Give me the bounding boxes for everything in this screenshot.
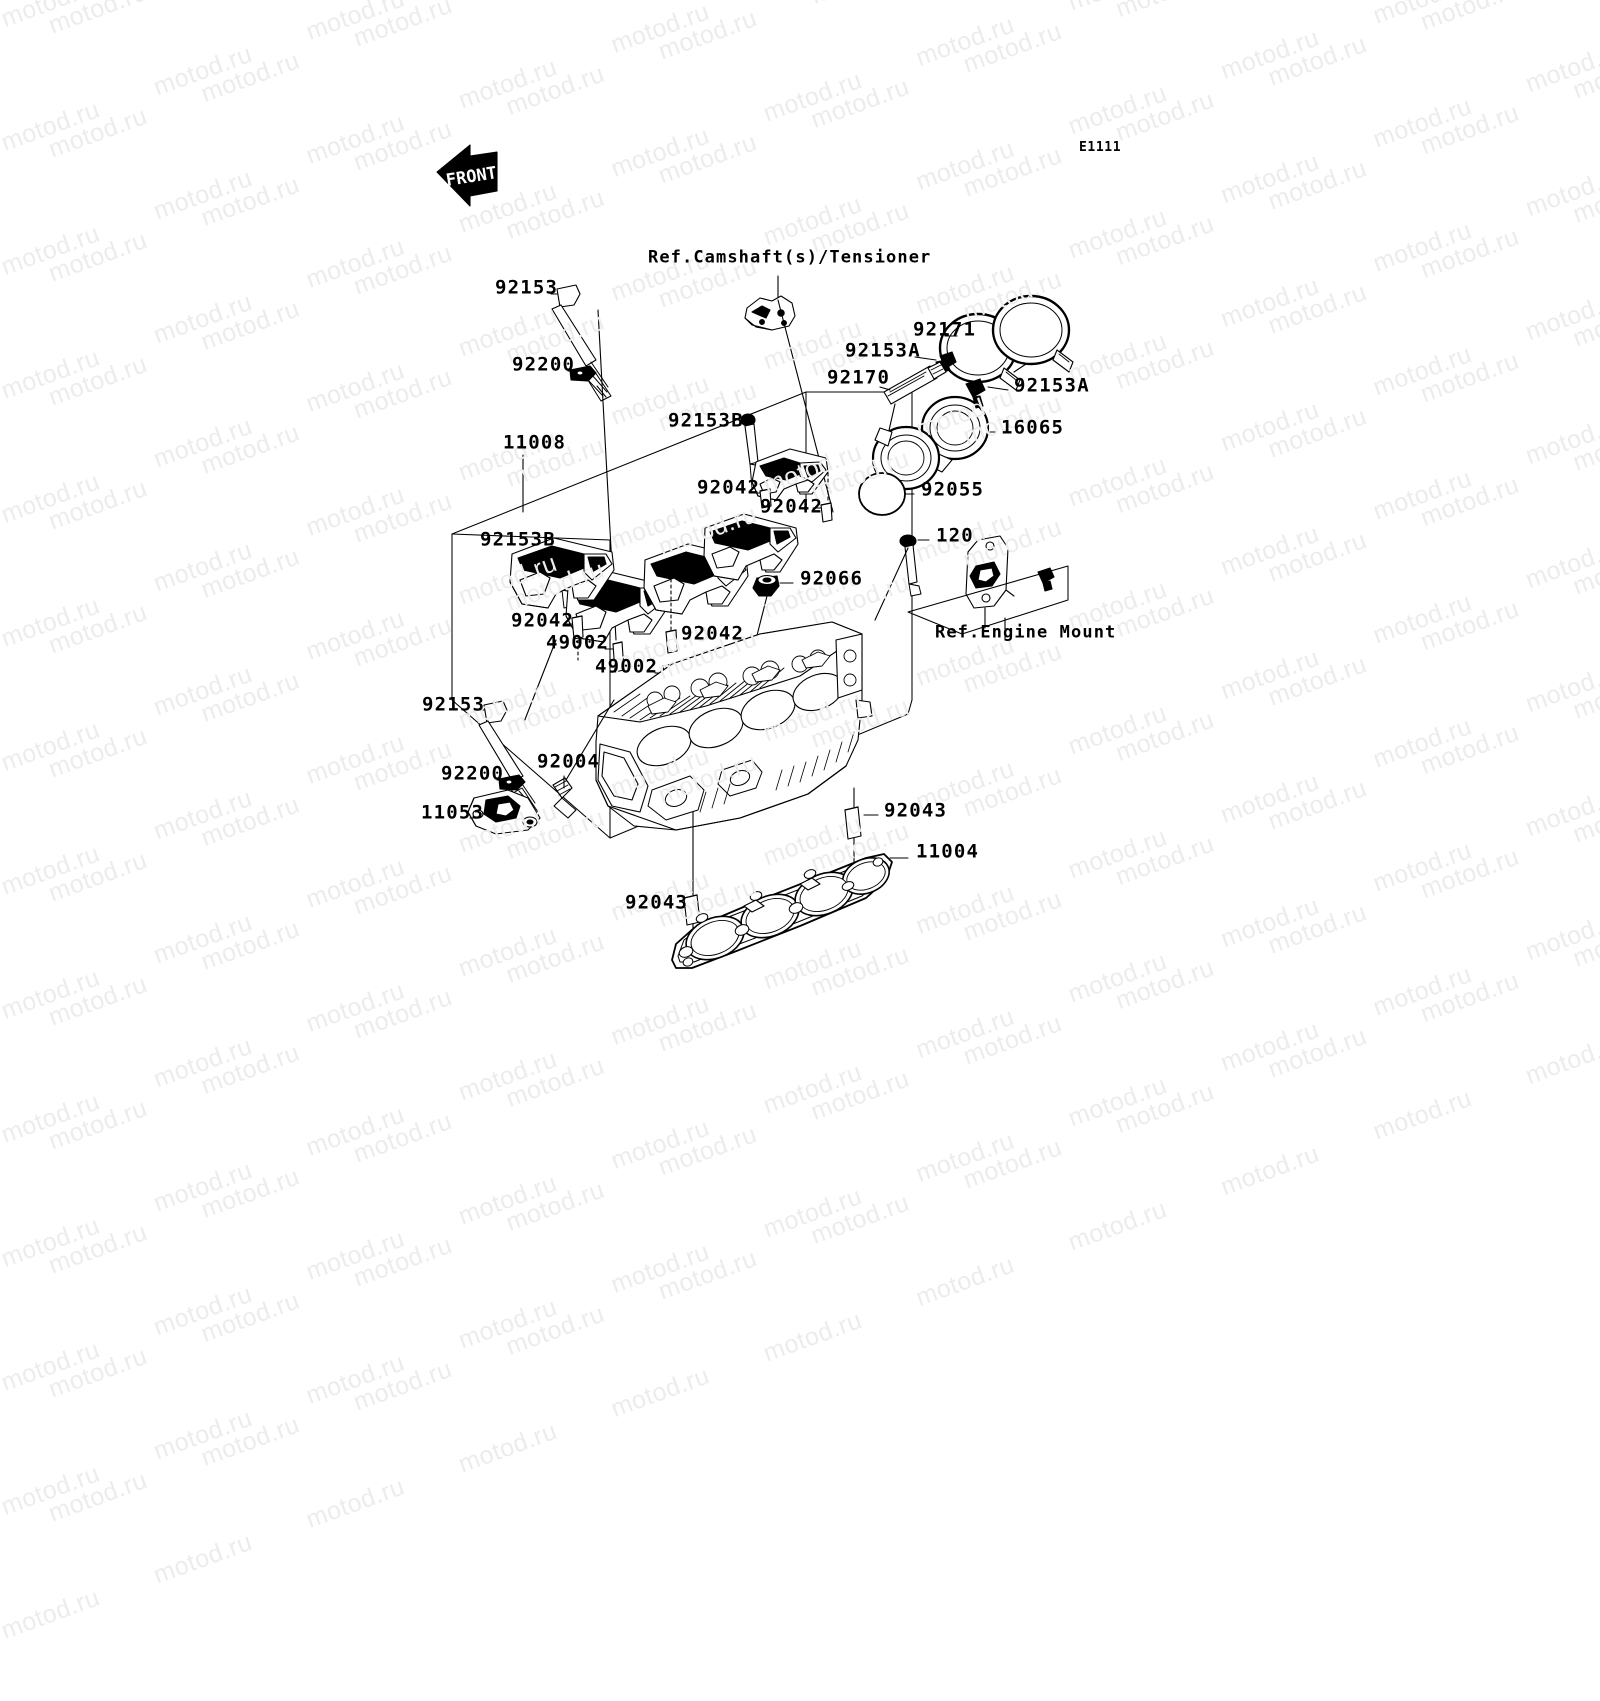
callout-11004[interactable]: 11004 — [916, 840, 980, 863]
part-120-bolt — [899, 534, 922, 597]
callout-92153a[interactable]: 92153A — [1014, 374, 1090, 397]
part-92171-hose-clamps — [938, 294, 1074, 391]
part-92200-lower-washer — [498, 774, 526, 791]
callout-120[interactable]: 120 — [936, 524, 974, 547]
callout-92171[interactable]: 92171 — [913, 318, 977, 341]
callout-92153[interactable]: 92153 — [422, 693, 486, 716]
diagram-code: E1111 — [1079, 140, 1122, 155]
callout-92153a[interactable]: 92153A — [845, 339, 921, 362]
callout-92200[interactable]: 92200 — [441, 762, 505, 785]
ref-engine-mount[interactable]: Ref.Engine Mount — [935, 622, 1117, 643]
callout-92153b[interactable]: 92153B — [480, 528, 556, 551]
callout-92153b[interactable]: 92153B — [668, 409, 744, 432]
callout-16065[interactable]: 16065 — [1001, 416, 1065, 439]
part-11004-head-gasket — [671, 853, 893, 969]
part-92170-clamp-bracket — [883, 361, 947, 405]
ref-camshaft[interactable]: Ref.Camshaft(s)/Tensioner — [648, 247, 932, 268]
callout-92043[interactable]: 92043 — [625, 891, 689, 914]
engine-mount-bolt — [1037, 567, 1055, 592]
part-11053-bracket — [467, 789, 541, 835]
callout-11053[interactable]: 11053 — [421, 801, 485, 824]
callout-49002[interactable]: 49002 — [546, 631, 610, 654]
callout-92043[interactable]: 92043 — [884, 799, 948, 822]
part-49002-pin-a — [612, 641, 625, 673]
callout-49002[interactable]: 49002 — [595, 655, 659, 678]
engine-mount-bracket — [965, 535, 1015, 609]
callout-92042[interactable]: 92042 — [760, 495, 824, 518]
part-92042-dowel-upper-b — [820, 502, 833, 523]
callout-92200[interactable]: 92200 — [512, 353, 576, 376]
callout-11008[interactable]: 11008 — [503, 431, 567, 454]
part-92200-top-washer — [569, 365, 597, 382]
part-92055-o-ring — [858, 472, 906, 516]
part-92042-dowel-lower-a — [571, 615, 584, 640]
callout-92055[interactable]: 92055 — [921, 478, 985, 501]
part-92004-stud — [552, 777, 577, 819]
camshaft-tensioner-part — [744, 275, 796, 331]
part-92153A-right-bolt — [965, 378, 986, 409]
callout-92066[interactable]: 92066 — [800, 567, 864, 590]
parts-illustration: FRONT — [436, 144, 1074, 969]
engine-mount-ref-box — [907, 565, 1069, 635]
callout-92170[interactable]: 92170 — [827, 366, 891, 389]
front-arrow-badge: FRONT — [436, 144, 498, 207]
callout-92042[interactable]: 92042 — [511, 609, 575, 632]
callout-92004[interactable]: 92004 — [537, 750, 601, 773]
part-92066-plug — [752, 574, 780, 597]
callout-92042[interactable]: 92042 — [697, 476, 761, 499]
callout-92042[interactable]: 92042 — [681, 622, 745, 645]
cam-cap-blocks — [509, 513, 799, 643]
part-92043-dowel-lower — [683, 894, 701, 926]
part-92043-dowel-upper — [844, 806, 862, 840]
cylinder-head-casting — [595, 621, 873, 831]
callout-92153[interactable]: 92153 — [495, 276, 559, 299]
part-92042-dowel-lower-b — [665, 629, 678, 654]
part-92042-dowel-upper-a — [759, 488, 772, 509]
